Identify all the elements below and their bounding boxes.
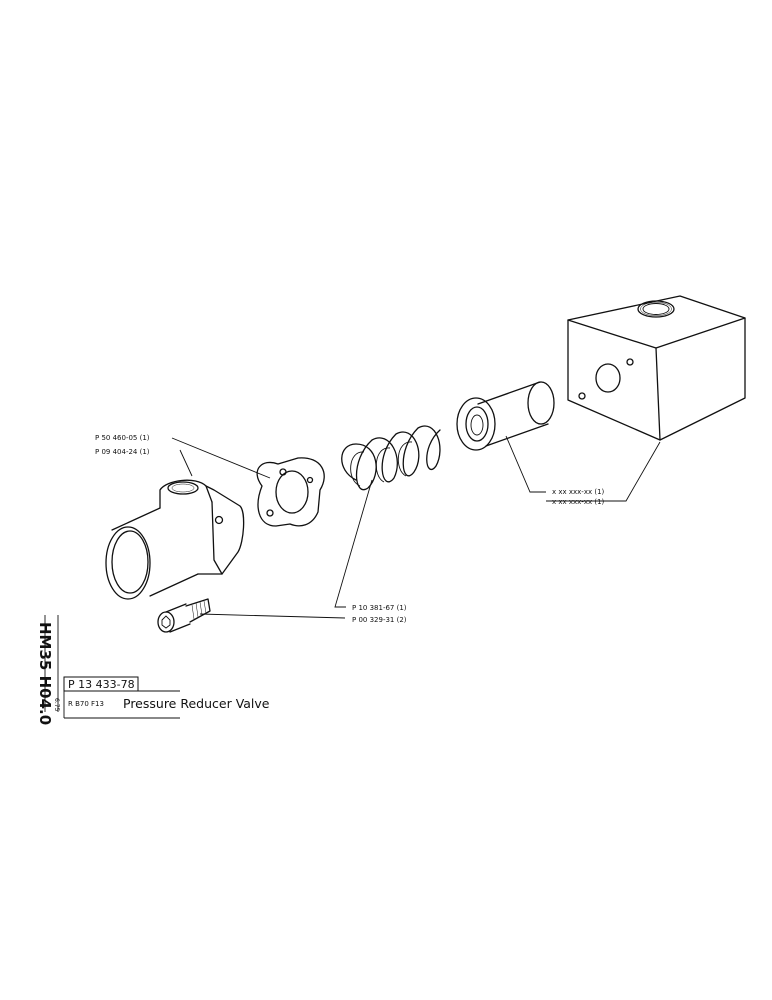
spring bbox=[341, 425, 441, 491]
gasket bbox=[256, 457, 325, 527]
socket-screw bbox=[157, 598, 211, 633]
drawing-title: Pressure Reducer Valve bbox=[123, 696, 270, 711]
sub-code: R B70 F13 bbox=[68, 700, 104, 708]
sleeve bbox=[456, 381, 555, 451]
valve-body bbox=[105, 479, 245, 600]
side-small: 6.75 bbox=[53, 698, 60, 712]
screw-callout: P 00 329-31 (2) bbox=[352, 616, 407, 624]
block-callout: x xx xxx-xx (1) bbox=[552, 498, 605, 506]
housing-block bbox=[567, 295, 746, 441]
side-code: HM35 H04.0 bbox=[36, 622, 54, 725]
sleeve-callout: x xx xxx-xx (1) bbox=[552, 488, 605, 496]
body-callout: P 09 404-24 (1) bbox=[95, 448, 150, 456]
leader-lines bbox=[171, 435, 661, 619]
title-block: HM35 H04.0 6.75 P 13 433-78 R B70 F13 Pr… bbox=[36, 615, 270, 725]
gasket-callout: P 50 460-05 (1) bbox=[95, 434, 150, 442]
part-number: P 13 433-78 bbox=[68, 678, 135, 691]
spring-callout: P 10 381-67 (1) bbox=[352, 604, 407, 612]
